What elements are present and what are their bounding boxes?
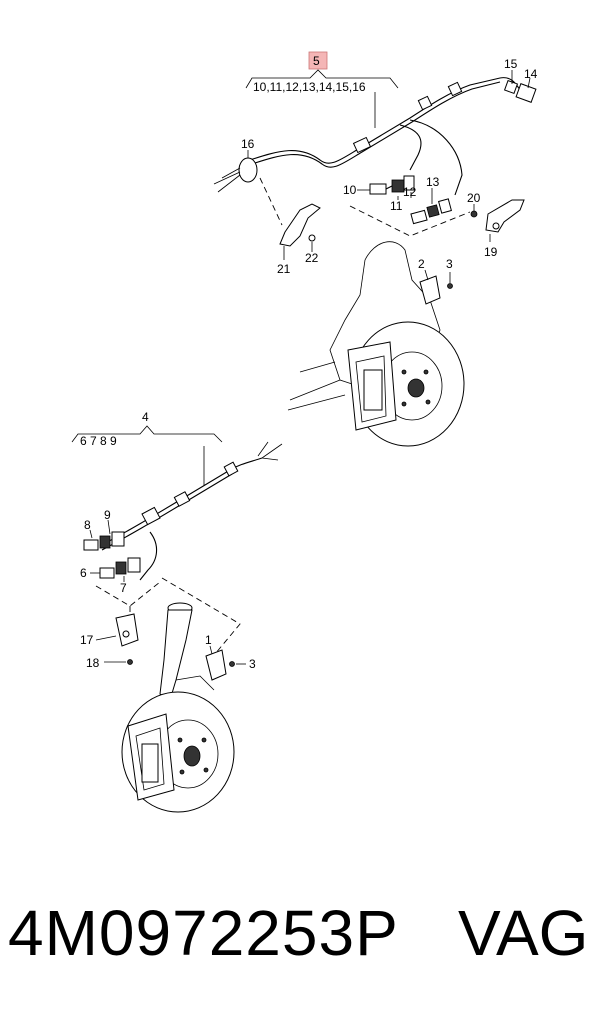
front-harness-assembly: 4 6 7 8 9 8 9 6 7 [71,410,283,670]
callout-21[interactable]: 21 [277,262,291,276]
callout-3-top[interactable]: 3 [446,257,453,271]
callout-5-highlight[interactable] [308,51,328,70]
callout-8[interactable]: 8 [84,518,91,532]
callout-13[interactable]: 13 [426,175,440,189]
callout-16[interactable]: 16 [241,137,255,151]
callout-15[interactable]: 15 [504,57,518,71]
callout-14[interactable]: 14 [524,67,538,81]
callout-5-group: 10,11,12,13,14,15,16 [253,80,366,94]
callout-10[interactable]: 10 [343,183,357,197]
callout-3-bottom[interactable]: 3 [249,657,256,671]
callout-1[interactable]: 1 [205,633,212,647]
callout-2[interactable]: 2 [418,257,425,271]
front-brake-assembly: 1 3 [121,602,256,813]
callout-11[interactable]: 11 [390,199,403,213]
callout-9[interactable]: 9 [104,508,111,522]
callout-5[interactable]: 5 [313,54,320,68]
callout-17[interactable]: 17 [80,633,94,647]
callout-12[interactable]: 12 [403,185,417,199]
part-number: 4M0972253P [8,897,399,969]
callout-4[interactable]: 4 [142,410,149,424]
parts-diagram: 5 10,11,12,13,14,15,16 15 14 10 11 12 [71,51,538,813]
callout-19[interactable]: 19 [484,245,498,259]
callout-4-group: 6 7 8 9 [80,434,117,448]
rear-harness-assembly: 5 10,11,12,13,14,15,16 15 14 10 11 12 [213,51,538,276]
callout-7[interactable]: 7 [120,581,127,595]
callout-22[interactable]: 22 [305,251,319,265]
callout-18[interactable]: 18 [86,656,100,670]
rear-brake-assembly: 2 3 [287,241,465,447]
callout-6[interactable]: 6 [80,566,87,580]
callout-20[interactable]: 20 [467,191,481,205]
brand-name: VAG [458,897,589,969]
